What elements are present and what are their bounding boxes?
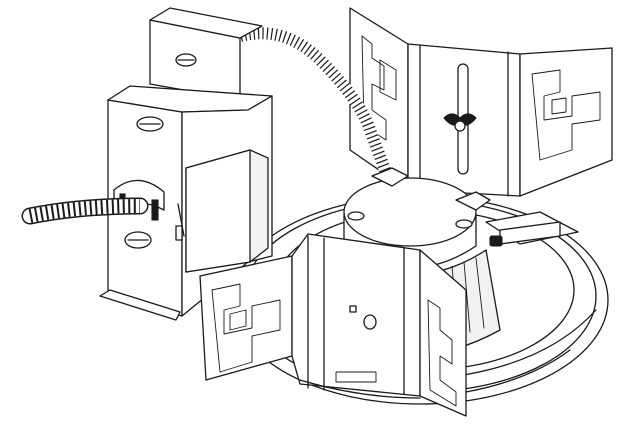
flexible-conduit <box>222 27 398 194</box>
armored-cable <box>21 197 149 225</box>
mounting-bracket-bottom <box>199 233 467 417</box>
spring-clip-right <box>485 211 579 247</box>
mounting-bracket-top <box>349 7 613 197</box>
trim-edge-details <box>299 349 571 399</box>
